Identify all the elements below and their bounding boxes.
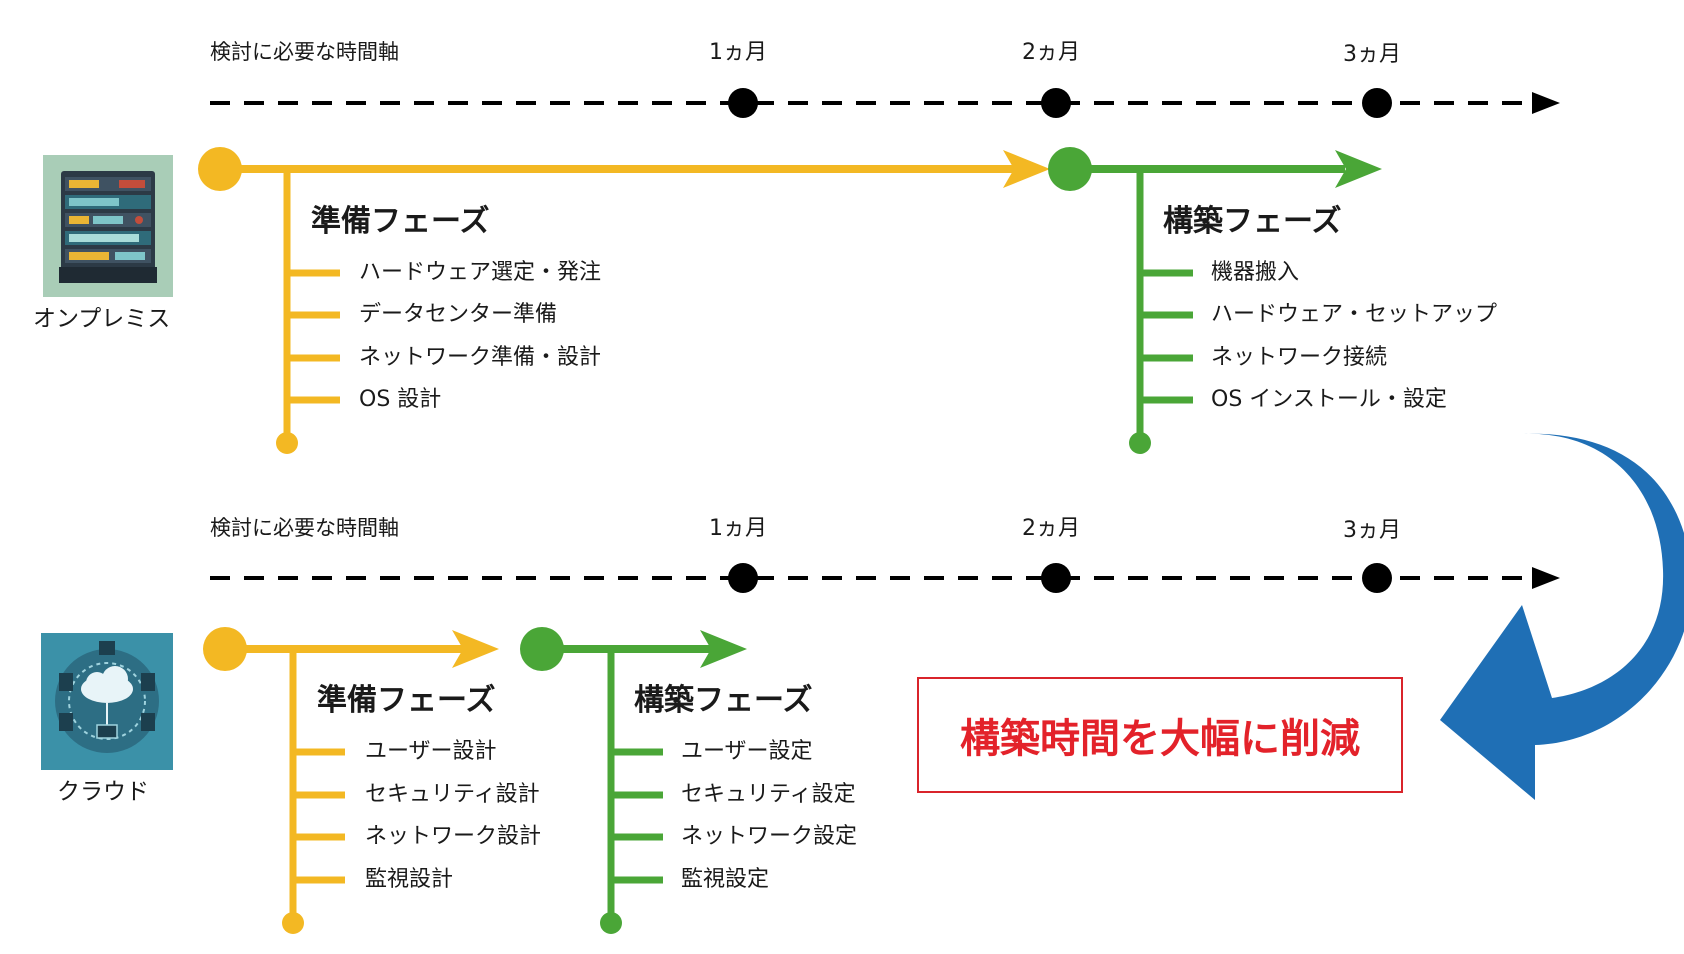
prep-end-dot	[282, 912, 304, 934]
onprem-build-title: 構築フェーズ	[1163, 204, 1342, 239]
month-label-2: 2ヵ月	[1022, 516, 1080, 541]
build-end-dot	[1129, 432, 1151, 454]
cloud-prep-task: 監視設計	[365, 867, 454, 892]
milestone-dot-3m	[1362, 563, 1392, 593]
onprem-prep-task: ネットワーク準備・設計	[359, 345, 602, 370]
cloud-build-title: 構築フェーズ	[634, 683, 813, 718]
prep-arrowhead	[452, 630, 499, 668]
onprem-build-task: 機器搬入	[1211, 260, 1300, 285]
callout-text: 構築時間を大幅に削減	[960, 716, 1360, 762]
cloud-build-task: セキュリティ設定	[681, 782, 856, 807]
cloud-build-phase	[520, 627, 747, 934]
onprem-build-phase	[1048, 147, 1382, 454]
onprem-build-task: ネットワーク接続	[1211, 345, 1388, 370]
cloud-network-graphic	[55, 641, 159, 753]
build-arrowhead	[700, 630, 747, 668]
month-label-3: 3ヵ月	[1343, 42, 1401, 67]
milestone-dot-2m	[1041, 88, 1071, 118]
cloud-label: クラウド	[57, 779, 149, 805]
build-start-dot	[1048, 147, 1092, 191]
cloud-build-task: 監視設定	[681, 867, 770, 892]
cloud-build-task: ユーザー設定	[681, 739, 813, 764]
month-label-3: 3ヵ月	[1343, 518, 1401, 543]
build-start-dot	[520, 627, 564, 671]
onprem-label: オンプレミス	[33, 306, 171, 332]
prep-end-dot	[276, 432, 298, 454]
axis-arrowhead	[1532, 567, 1560, 589]
timeline-label: 検討に必要な時間軸	[210, 40, 399, 64]
prep-start-dot	[203, 627, 247, 671]
timeline-label: 検討に必要な時間軸	[210, 516, 399, 540]
build-end-dot	[600, 912, 622, 934]
curved-arrow-icon	[1440, 433, 1684, 800]
onprem-build-task: ハードウェア・セットアップ	[1211, 302, 1498, 327]
cloud-prep-task: ネットワーク設計	[365, 824, 542, 849]
build-arrowhead	[1335, 150, 1382, 188]
timeline-axis-bottom	[210, 563, 1560, 593]
timeline-axis-top	[210, 88, 1560, 118]
milestone-dot-2m	[1041, 563, 1071, 593]
cloud-prep-title: 準備フェーズ	[317, 683, 496, 718]
cloud-build-task: ネットワーク設定	[681, 824, 858, 849]
onprem-build-task: OS インストール・設定	[1211, 387, 1447, 412]
prep-arrowhead	[1003, 150, 1050, 188]
prep-start-dot	[198, 147, 242, 191]
cloud-prep-task: セキュリティ設計	[365, 782, 540, 807]
milestone-dot-1m	[728, 563, 758, 593]
milestone-dot-1m	[728, 88, 758, 118]
server-rack-graphic	[59, 171, 157, 283]
month-label-1: 1ヵ月	[709, 40, 767, 65]
cloud-network-icon	[41, 633, 173, 770]
time-reduction-callout: 構築時間を大幅に削減	[917, 677, 1403, 793]
onprem-prep-title: 準備フェーズ	[311, 204, 490, 239]
axis-arrowhead	[1532, 92, 1560, 114]
onprem-prep-phase	[198, 147, 1050, 454]
cloud-prep-task: ユーザー設計	[365, 739, 497, 764]
month-label-1: 1ヵ月	[709, 516, 767, 541]
onprem-prep-task: ハードウェア選定・発注	[359, 260, 602, 285]
month-label-2: 2ヵ月	[1022, 40, 1080, 65]
server-rack-icon	[43, 155, 173, 297]
milestone-dot-3m	[1362, 88, 1392, 118]
onprem-prep-task: データセンター準備	[359, 302, 558, 327]
onprem-prep-task: OS 設計	[359, 387, 442, 412]
cloud-prep-phase	[203, 627, 499, 934]
